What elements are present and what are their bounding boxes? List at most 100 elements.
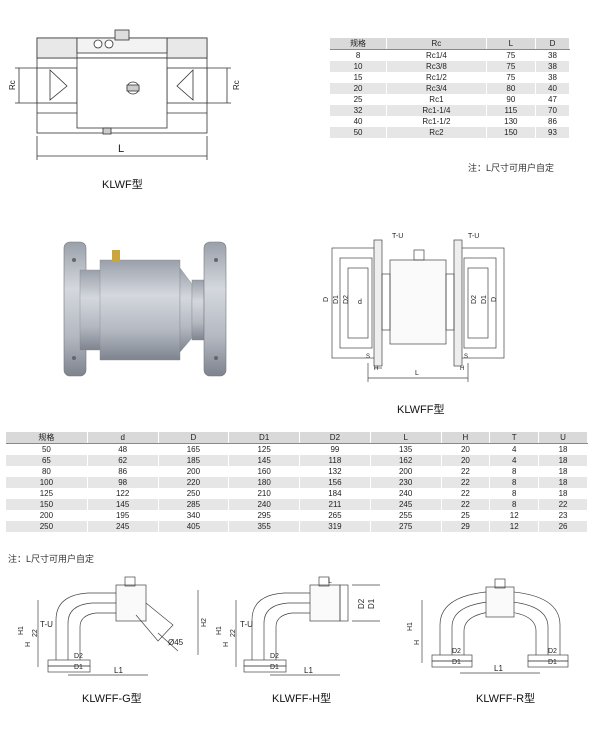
table-cell: 38 bbox=[535, 49, 571, 61]
h-label-22: 22 bbox=[230, 629, 237, 637]
r-label-h1: H1 bbox=[407, 622, 414, 631]
table-cell: 210 bbox=[228, 488, 301, 499]
h-label-h1: H1 bbox=[216, 626, 223, 635]
table-cell: 355 bbox=[228, 521, 301, 532]
table-cell: 118 bbox=[299, 455, 371, 466]
table-cell: 38 bbox=[535, 61, 571, 72]
klwff-label-d1: D1 bbox=[333, 295, 340, 304]
klwff-label-s: S bbox=[366, 354, 370, 360]
klwff-col-header: D bbox=[158, 432, 230, 444]
klwff-g-drawing: H1 H 22 T-U H2 D2 D1 L1 Ø45 bbox=[18, 576, 208, 676]
table-cell: 86 bbox=[87, 466, 159, 477]
table-cell: 18 bbox=[538, 477, 588, 488]
table-cell: 70 bbox=[535, 105, 571, 116]
r-label-d2: D2 bbox=[452, 648, 461, 655]
klwff-table-header: 规格 d D D1 D2 L H T U bbox=[6, 432, 588, 444]
table-cell: 132 bbox=[299, 466, 371, 477]
table-cell: 8 bbox=[330, 49, 388, 61]
table-cell: 184 bbox=[299, 488, 371, 499]
table-cell: 22 bbox=[441, 488, 491, 499]
klwf-col-header: D bbox=[535, 38, 571, 50]
table-cell: 48 bbox=[87, 443, 159, 455]
r-label-d1: D1 bbox=[452, 659, 461, 666]
h-label-l: L bbox=[328, 578, 332, 585]
klwff-col-header: H bbox=[441, 432, 491, 444]
table-cell: 125 bbox=[228, 443, 301, 455]
table-cell: 99 bbox=[299, 443, 371, 455]
table-cell: 65 bbox=[6, 455, 88, 466]
table-cell: 220 bbox=[158, 477, 230, 488]
table-cell: 22 bbox=[441, 466, 491, 477]
klwf-dim-rc-right: Rc bbox=[232, 80, 241, 90]
table-cell: 40 bbox=[535, 83, 571, 94]
table-cell: 32 bbox=[330, 105, 388, 116]
table-cell: 75 bbox=[486, 72, 536, 83]
table-cell: 4 bbox=[489, 443, 540, 455]
table-cell: 122 bbox=[87, 488, 159, 499]
table-cell: 4 bbox=[489, 455, 540, 466]
table-cell: 22 bbox=[441, 499, 491, 510]
klwff-label-d2: D2 bbox=[343, 295, 350, 304]
table-cell: 200 bbox=[370, 466, 442, 477]
g-label-22: 22 bbox=[32, 629, 39, 637]
table-cell: 100 bbox=[6, 477, 88, 488]
h-label-d1-right: D1 bbox=[367, 598, 376, 609]
klwff-col-header: L bbox=[370, 432, 442, 444]
klwf-dim-l: L bbox=[118, 143, 124, 155]
table-cell: 340 bbox=[158, 510, 230, 521]
table-cell: 240 bbox=[370, 488, 442, 499]
g-label-h2: H2 bbox=[201, 618, 208, 627]
klwff-col-header: d bbox=[87, 432, 159, 444]
table-cell: 145 bbox=[228, 455, 301, 466]
table-cell: 319 bbox=[299, 521, 371, 532]
klwff-h-caption: KLWFF-H型 bbox=[272, 693, 332, 705]
klwff-label-tu-right: T-U bbox=[468, 233, 479, 240]
table-cell: 165 bbox=[158, 443, 230, 455]
table-cell: 156 bbox=[299, 477, 371, 488]
h-label-d2-right: D2 bbox=[357, 598, 366, 609]
table-cell: 240 bbox=[228, 499, 301, 510]
table-cell: Rc3/8 bbox=[386, 61, 487, 72]
klwff-label-d-small: d bbox=[358, 299, 362, 306]
table-cell: 150 bbox=[6, 499, 88, 510]
g-label-tu: T-U bbox=[40, 620, 53, 629]
klwff-label-d: D bbox=[323, 297, 330, 302]
klwff-label-h: H bbox=[374, 366, 378, 372]
klwf-section-drawing: Rc Rc L bbox=[8, 29, 241, 160]
klwf-table-header: 规格 Rc L D bbox=[330, 38, 571, 50]
table-cell: 405 bbox=[158, 521, 230, 532]
table-cell: 145 bbox=[87, 499, 159, 510]
table-cell: 275 bbox=[370, 521, 442, 532]
g-label-l1: L1 bbox=[114, 666, 123, 675]
klwff-r-caption: KLWFF-R型 bbox=[476, 693, 536, 705]
table-cell: 185 bbox=[158, 455, 230, 466]
table-cell: 80 bbox=[486, 83, 536, 94]
table-cell: 25 bbox=[330, 94, 388, 105]
table-cell: Rc2 bbox=[386, 127, 487, 138]
table-cell: 22 bbox=[538, 499, 588, 510]
klwff-h-drawing: H1 H 22 T-U D2 D1 L1 L D2 D1 bbox=[216, 576, 380, 676]
table-cell: 115 bbox=[486, 105, 536, 116]
r-label-l1: L1 bbox=[494, 664, 503, 673]
klwff-col-header: D1 bbox=[228, 432, 301, 444]
klwff-col-header: 规格 bbox=[6, 432, 88, 444]
table-cell: 130 bbox=[486, 116, 536, 127]
g-label-d1: D1 bbox=[74, 664, 83, 671]
table-cell: 50 bbox=[330, 127, 388, 138]
table-cell: 125 bbox=[6, 488, 88, 499]
klwff-r-drawing: H1 H D2 D1 L1 D2 D1 bbox=[407, 578, 569, 674]
klwff-section-drawing: T-U T-U D D1 D2 d D2 D1 D S H S H L bbox=[323, 233, 505, 382]
klwff-product-photo bbox=[63, 241, 227, 377]
table-cell: 20 bbox=[441, 443, 491, 455]
table-cell: Rc1/4 bbox=[386, 49, 487, 61]
table-cell: 38 bbox=[535, 72, 571, 83]
table-cell: Rc1 bbox=[386, 94, 487, 105]
table-cell: 22 bbox=[441, 477, 491, 488]
table-cell: 135 bbox=[370, 443, 442, 455]
